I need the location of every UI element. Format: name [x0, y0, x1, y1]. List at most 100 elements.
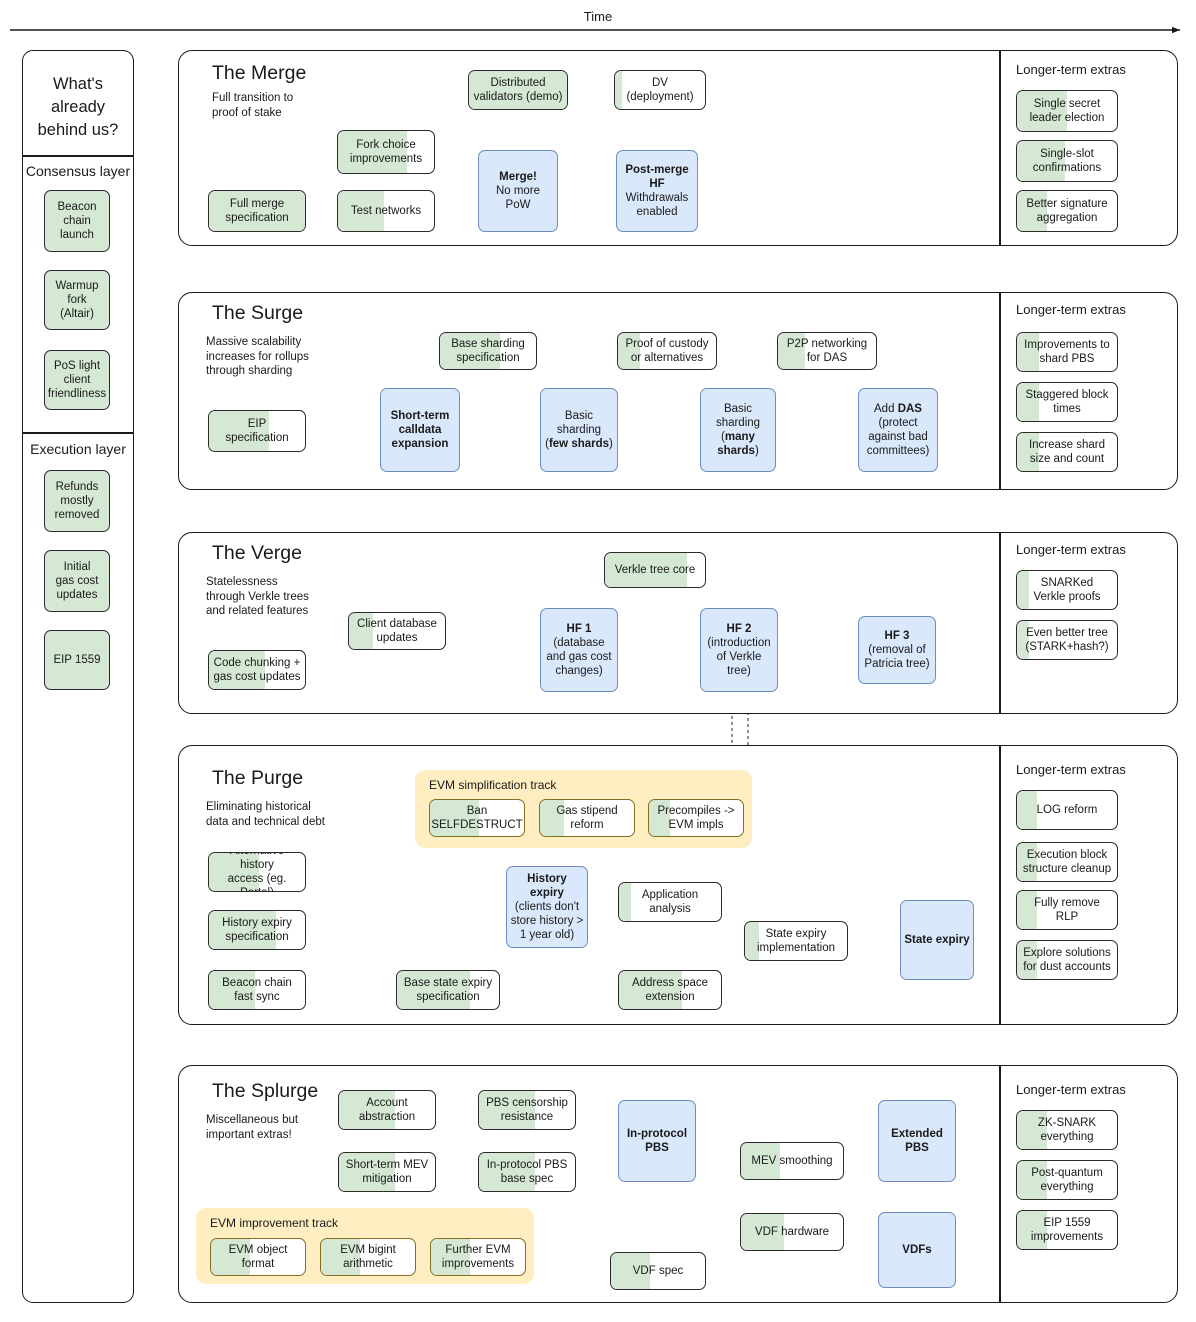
node-label: Even better tree(STARK+hash?) [1025, 627, 1109, 653]
progress-fill [1017, 571, 1029, 609]
node-state-expiry[interactable]: State expiry [900, 900, 974, 980]
progress-fill [741, 1143, 780, 1179]
sidebar-section-consensus-label: Consensus layer [25, 163, 131, 179]
node-label: VDF hardware [754, 1226, 830, 1238]
sidebar-item-warmup-fork[interactable]: Warmup fork(Altair) [44, 270, 110, 330]
node-vdf-spec[interactable]: VDF spec [610, 1252, 706, 1290]
node-dv-deployment[interactable]: DV(deployment) [614, 70, 706, 110]
node-verkle-tree-core[interactable]: Verkle tree core [604, 552, 706, 588]
progress-fill [211, 1239, 251, 1275]
panel-divider [999, 746, 1001, 1024]
extras-title-verge: Longer-term extras [1016, 542, 1126, 557]
node-vdfs[interactable]: VDFs [878, 1212, 956, 1288]
sidebar-title: What's already behind us? [37, 75, 119, 139]
node-mev-smoothing[interactable]: MEV smoothing [740, 1142, 844, 1180]
node-precompiles-evm-impls[interactable]: Precompiles ->EVM impls [648, 799, 744, 837]
progress-fill [209, 651, 265, 689]
panel-title-the-purge: The Purge [212, 767, 304, 789]
progress-fill [431, 1239, 471, 1275]
extra-even-better-tree[interactable]: Even better tree(STARK+hash?) [1016, 620, 1118, 660]
sidebar-item-eip-1559[interactable]: EIP 1559 [44, 630, 110, 690]
progress-fill [209, 191, 305, 231]
node-test-networks[interactable]: Test networks [337, 190, 435, 232]
progress-fill [479, 1091, 535, 1129]
progress-fill [1017, 891, 1037, 929]
node-code-chunking-gas-cost[interactable]: Code chunking +gas cost updates [208, 650, 306, 690]
node-vdf-hardware[interactable]: VDF hardware [740, 1213, 844, 1251]
node-label: MEV smoothing [751, 1155, 833, 1167]
progress-fill [649, 800, 670, 836]
progress-fill [430, 800, 479, 836]
progress-fill [618, 333, 640, 369]
node-label: Code chunking +gas cost updates [213, 657, 301, 683]
extra-log-reform[interactable]: LOG reform [1016, 790, 1118, 830]
